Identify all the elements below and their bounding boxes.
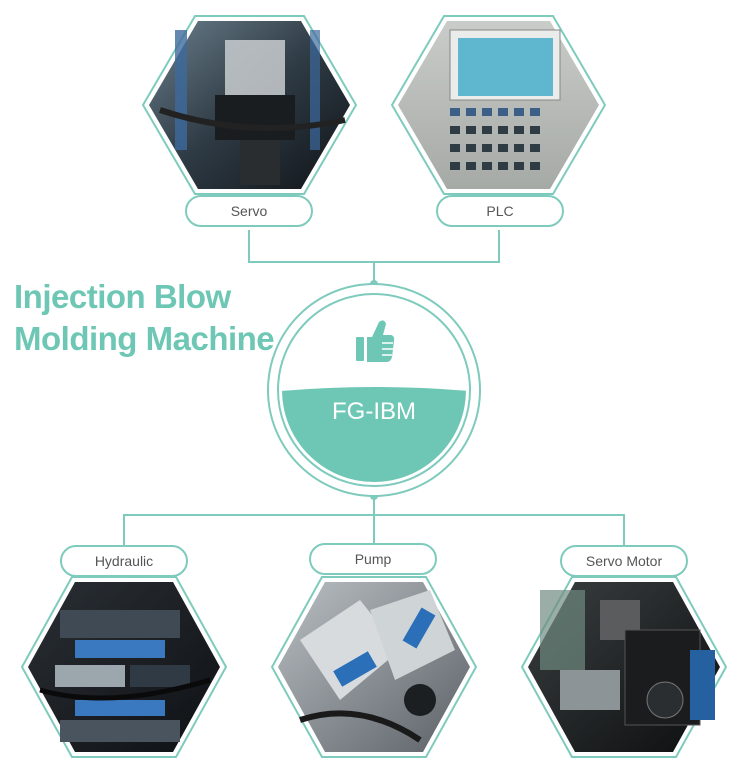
center-label: FG-IBM [332, 398, 416, 425]
hydraulic-photo [20, 576, 228, 758]
title-line-1: Injection Blow [14, 278, 231, 315]
plc-label-pill: PLC [436, 195, 564, 227]
plc-photo [390, 15, 607, 195]
thumbs-up-icon [356, 320, 395, 362]
servo-motor-photo [520, 576, 728, 758]
center-badge [267, 283, 481, 497]
servo-photo [141, 15, 358, 195]
pump-label-pill: Pump [309, 543, 437, 575]
page-title: Injection Blow Molding Machine [14, 276, 275, 360]
pump-photo [270, 576, 478, 758]
plc-label: PLC [486, 203, 514, 219]
thumbs-up-icon-lines [382, 342, 393, 356]
title-line-2: Molding Machine [14, 320, 275, 357]
servo-motor-label: Servo Motor [585, 553, 663, 569]
hydraulic-label-pill: Hydraulic [60, 545, 188, 577]
servo-label: Servo [230, 203, 268, 219]
pump-label: Pump [354, 551, 392, 567]
servo-label-pill: Servo [185, 195, 313, 227]
servo-motor-label-pill: Servo Motor [560, 545, 688, 577]
hydraulic-label: Hydraulic [94, 553, 154, 569]
